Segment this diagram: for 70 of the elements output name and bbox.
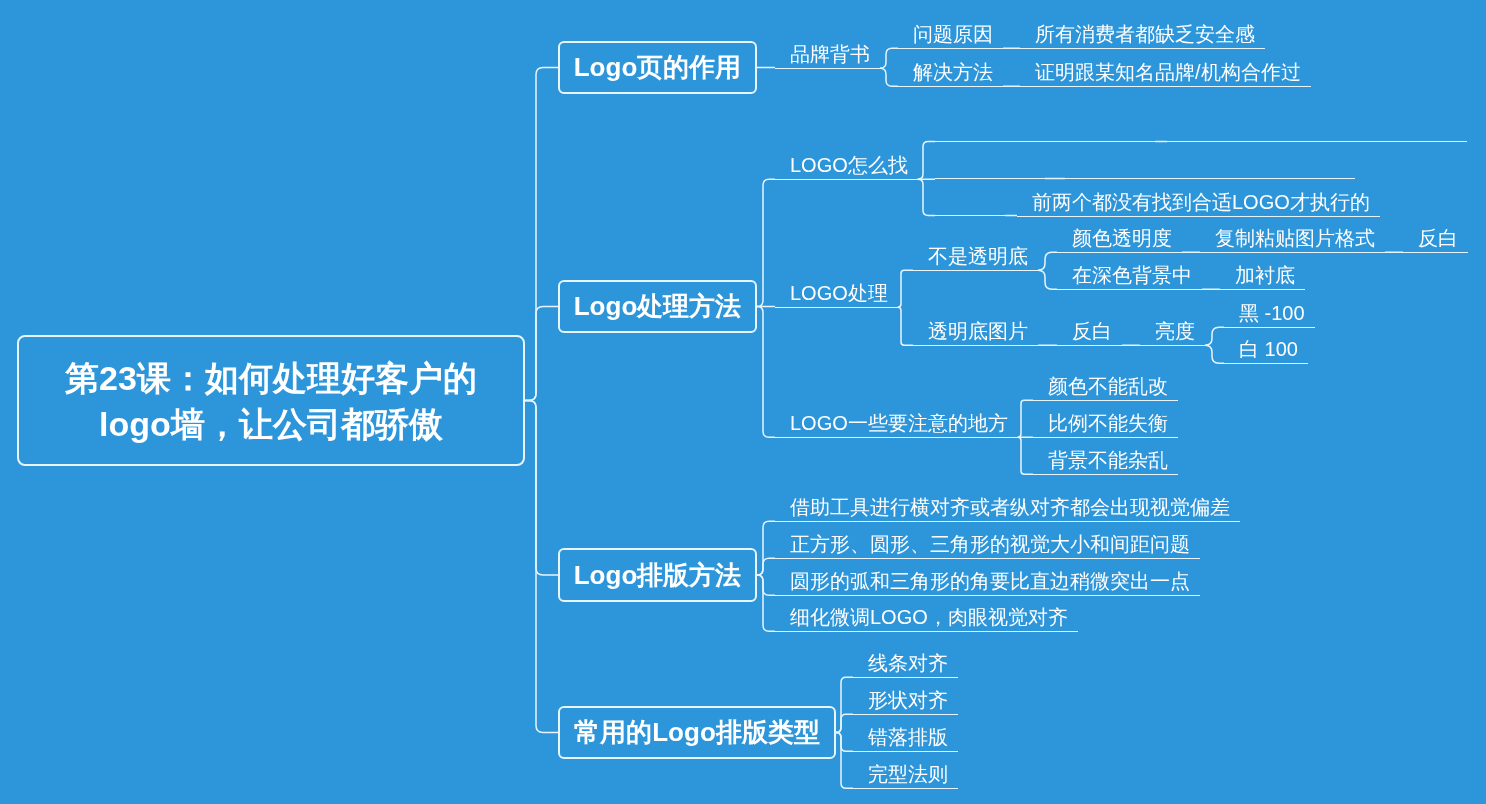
- connector-line: [879, 67, 899, 87]
- subtopic-label: 解决方法: [898, 59, 1003, 87]
- subtopic-label: 正方形、圆形、三角形的视觉大小和间距问题: [775, 531, 1200, 559]
- subtopic-label: 证明跟某知名品牌/机构合作过: [1020, 59, 1311, 87]
- connector-line: [524, 399, 559, 734]
- subtopic-label: 加衬底: [1220, 262, 1305, 290]
- connector-line: [1017, 399, 1034, 438]
- connector-line: [835, 731, 854, 789]
- subtopic-label: 颜色不能乱改: [1033, 373, 1178, 401]
- subtopic-label: LOGO怎么找: [775, 152, 918, 180]
- connector-line: [1002, 85, 1021, 87]
- subtopic-label: 白 100: [1224, 336, 1308, 364]
- connector-line: [1204, 344, 1225, 364]
- subtopic-label: 反白: [1403, 225, 1468, 253]
- connector-line: [756, 574, 776, 632]
- subtopic-label: 问题原因: [898, 21, 1003, 49]
- main-topic: 常用的Logo排版类型: [558, 706, 836, 759]
- subtopic-label: 细化微调LOGO，肉眼视觉对齐: [775, 604, 1078, 632]
- subtopic-label: 品牌背书: [775, 41, 880, 69]
- subtopic-label: 颜色透明度: [1057, 225, 1182, 253]
- connector-line: [1004, 214, 1018, 217]
- connector-line: [1204, 326, 1225, 346]
- connector-line: [1201, 288, 1221, 290]
- connector-line: [1017, 436, 1034, 475]
- topic-line: [935, 215, 1005, 217]
- connector-line: [1181, 251, 1201, 253]
- connector-line: [1121, 344, 1141, 346]
- subtopic-label: 线条对齐: [853, 650, 958, 678]
- connector-line: [756, 305, 776, 438]
- subtopic-label: 错落排版: [853, 724, 958, 752]
- connector-line: [756, 178, 776, 308]
- topic-line: [935, 178, 1045, 180]
- subtopic-label: 形状对齐: [853, 687, 958, 715]
- connector-line: [1044, 177, 1066, 180]
- subtopic-label: 所有消费者都缺乏安全感: [1020, 21, 1265, 49]
- topic-line: [1065, 178, 1355, 180]
- subtopic-label: 借助工具进行横对齐或者纵对齐都会出现视觉偏差: [775, 494, 1240, 522]
- topic-line: [935, 141, 1155, 143]
- main-topic: Logo页的作用: [558, 41, 757, 94]
- subtopic-label: 复制粘贴图片格式: [1200, 225, 1385, 253]
- connector-line: [1002, 47, 1021, 49]
- subtopic-label: 亮度: [1140, 318, 1205, 346]
- connector-line: [835, 713, 854, 734]
- main-topic: Logo排版方法: [558, 548, 757, 602]
- subtopic-label: 圆形的弧和三角形的角要比直边稍微突出一点: [775, 568, 1200, 596]
- connector-line: [756, 557, 776, 576]
- connector-line: [917, 140, 936, 180]
- subtopic-label: LOGO处理: [775, 280, 898, 308]
- connector-line: [897, 269, 914, 308]
- connector-line: [1384, 251, 1404, 253]
- subtopic-label: 不是透明底: [913, 243, 1038, 271]
- subtopic-label: 黑 -100: [1224, 300, 1315, 328]
- subtopic-label: 在深色背景中: [1057, 262, 1202, 290]
- connector-line: [1037, 269, 1058, 290]
- connector-line: [897, 306, 914, 346]
- subtopic-label: LOGO一些要注意的地方: [775, 410, 1018, 438]
- connector-line: [879, 47, 899, 69]
- connector-line: [1154, 140, 1168, 143]
- subtopic-label: 反白: [1057, 318, 1122, 346]
- subtopic-label: 完型法则: [853, 761, 958, 789]
- subtopic-label: 比例不能失衡: [1033, 410, 1178, 438]
- central-topic: 第23课：如何处理好客户的logo墙，让公司都骄傲: [17, 335, 525, 466]
- subtopic-label: 前两个都没有找到合适LOGO才执行的: [1017, 189, 1380, 217]
- subtopic-label: 透明底图片: [913, 318, 1038, 346]
- connector-line: [1037, 344, 1058, 346]
- topic-line: [1167, 141, 1467, 143]
- main-topic: Logo处理方法: [558, 280, 757, 333]
- subtopic-label: 背景不能杂乱: [1033, 447, 1178, 475]
- connector-line: [1037, 251, 1058, 271]
- connector-line: [917, 178, 936, 217]
